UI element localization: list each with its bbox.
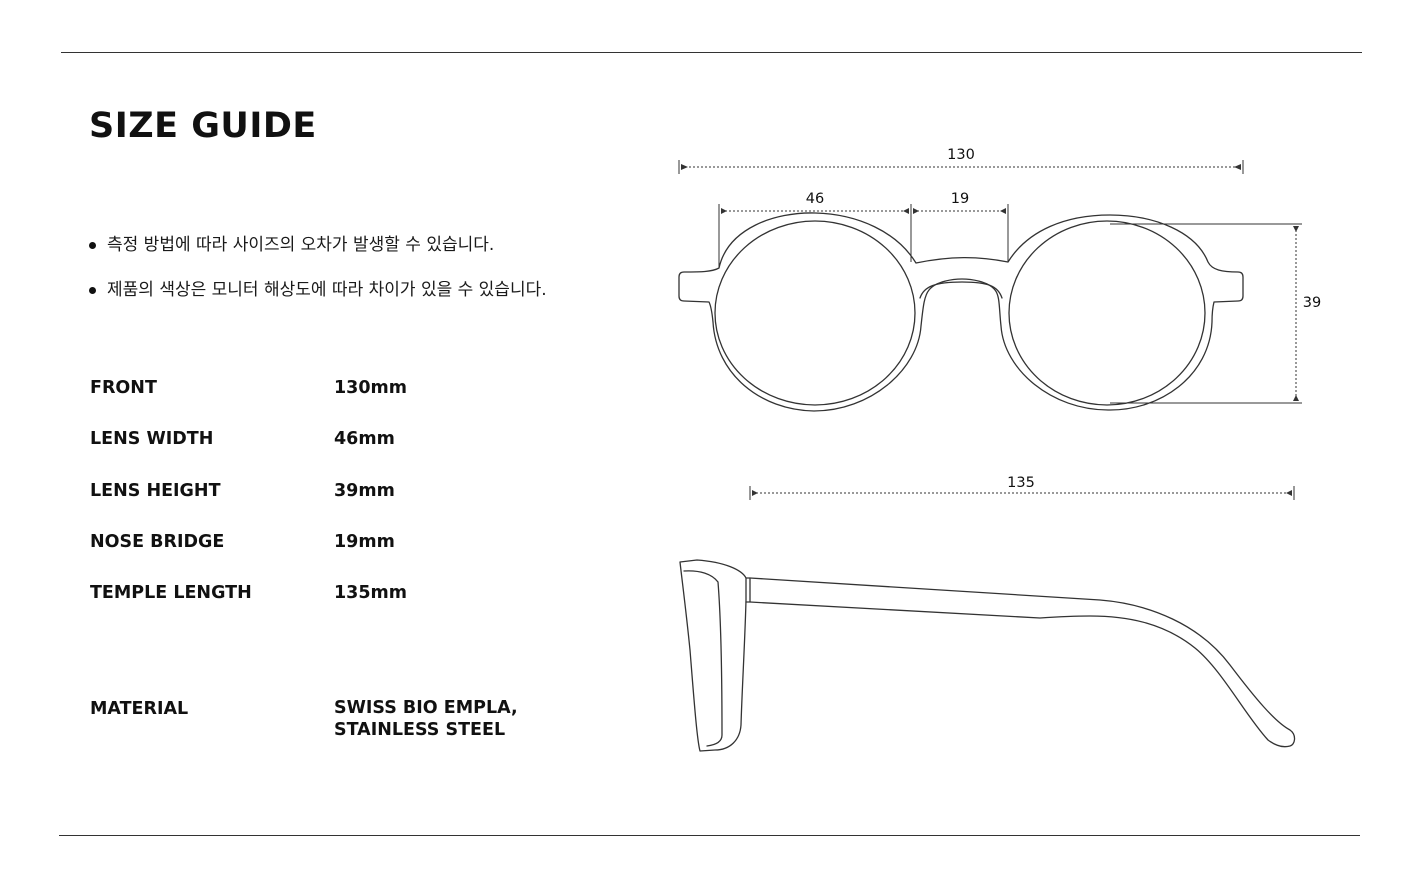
bridge-inner xyxy=(919,281,1003,299)
spec-label: NOSE BRIDGE xyxy=(90,531,225,552)
dimension-label-lens-height: 39 xyxy=(1303,295,1321,311)
hinge xyxy=(745,577,751,603)
frame-side-inner xyxy=(683,570,723,747)
spec-value: 46mm xyxy=(334,429,395,450)
spec-value: 39mm xyxy=(334,480,395,501)
left-lens xyxy=(714,220,916,406)
spec-row-material: MATERIAL SWISS BIO EMPLA, STAINLESS STEE… xyxy=(90,697,518,741)
note-item: 제품의 색상은 모니터 해상도에 따라 차이가 있을 수 있습니다. xyxy=(89,279,547,301)
spec-row-lens-width: LENS WIDTH 46mm xyxy=(90,427,590,478)
spec-row-temple-length: TEMPLE LENGTH 135mm xyxy=(90,581,590,632)
material-line: SWISS BIO EMPLA, xyxy=(334,698,518,718)
spec-table: FRONT 130mm LENS WIDTH 46mm LENS HEIGHT … xyxy=(90,376,590,632)
spec-label: LENS HEIGHT xyxy=(90,480,221,501)
spec-row-nose-bridge: NOSE BRIDGE 19mm xyxy=(90,530,590,581)
glasses-front-view xyxy=(678,212,1244,412)
frame-side-outline xyxy=(679,559,747,752)
note-text: 측정 방법에 따라 사이즈의 오차가 발생할 수 있습니다. xyxy=(107,235,495,255)
spec-value: SWISS BIO EMPLA, STAINLESS STEEL xyxy=(334,697,518,741)
dimension-label-temple: 135 xyxy=(1007,475,1035,491)
material-line: STAINLESS STEEL xyxy=(334,720,506,740)
bullet-icon xyxy=(89,242,96,249)
page-title: SIZE GUIDE xyxy=(89,106,317,146)
spec-row-lens-height: LENS HEIGHT 39mm xyxy=(90,479,590,530)
spec-value: 130mm xyxy=(334,378,407,398)
bullet-icon xyxy=(89,287,96,294)
spec-label: MATERIAL xyxy=(90,699,189,719)
spec-label: LENS WIDTH xyxy=(90,429,214,450)
right-lens xyxy=(1008,220,1206,406)
top-divider xyxy=(61,52,1362,53)
spec-label: FRONT xyxy=(90,378,157,398)
frame-front-outline xyxy=(678,212,1244,412)
dimension-lens-height xyxy=(1110,223,1302,404)
note-text: 제품의 색상은 모니터 해상도에 따라 차이가 있을 수 있습니다. xyxy=(107,280,547,300)
dimension-temple xyxy=(749,486,1295,500)
dimension-front xyxy=(678,160,1244,174)
spec-row-front: FRONT 130mm xyxy=(90,376,590,427)
dimension-label-lens-width: 46 xyxy=(806,191,824,207)
spec-label: TEMPLE LENGTH xyxy=(90,583,252,604)
bottom-divider xyxy=(59,835,1360,836)
spec-value: 135mm xyxy=(334,583,407,604)
dimension-lens-width xyxy=(718,204,909,268)
temple-arm xyxy=(749,577,1296,748)
notes-list: 측정 방법에 따라 사이즈의 오차가 발생할 수 있습니다. 제품의 색상은 모… xyxy=(89,234,547,324)
spec-value: 19mm xyxy=(334,531,395,552)
dimension-label-bridge: 19 xyxy=(951,191,969,207)
dimension-bridge xyxy=(910,204,1009,262)
dimension-label-front: 130 xyxy=(947,147,975,163)
glasses-side-view xyxy=(679,559,1296,752)
note-item: 측정 방법에 따라 사이즈의 오차가 발생할 수 있습니다. xyxy=(89,234,547,256)
